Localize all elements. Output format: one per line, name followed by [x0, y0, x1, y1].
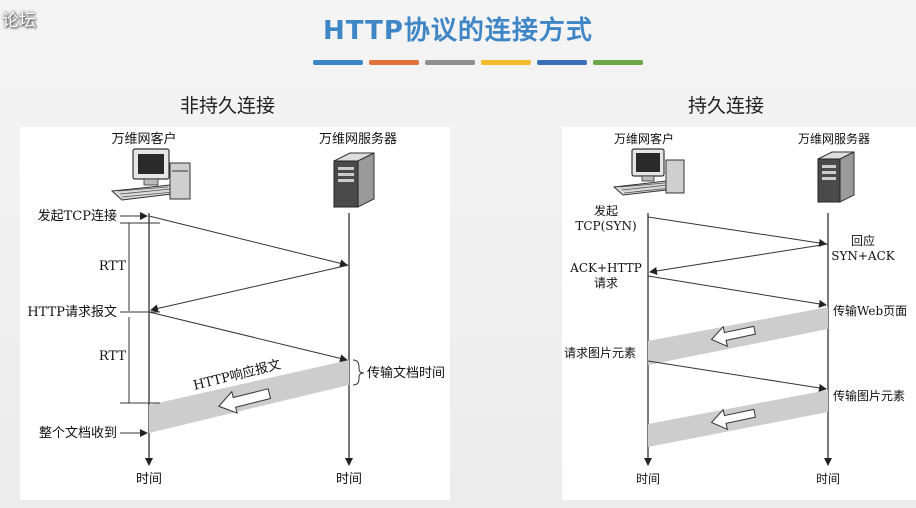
- server-tower-icon: [817, 151, 855, 203]
- syn-label-1: 发起: [594, 203, 618, 218]
- server-time-label: 时间: [816, 472, 840, 486]
- image-request-arrow: [647, 360, 827, 392]
- http-request-arrow: [148, 311, 348, 363]
- doc-received-label: 整个文档收到: [39, 426, 117, 441]
- client-label: 万维网客户: [614, 131, 674, 146]
- web-page-label: 传输Web页面: [833, 303, 907, 318]
- server-time-label: 时间: [336, 472, 362, 487]
- watermark: 论坛: [2, 11, 36, 31]
- server-label: 万维网服务器: [319, 131, 397, 147]
- tcp-synack-arrow: [150, 264, 350, 313]
- transfer-time-label: 传输文档时间: [367, 365, 445, 381]
- right-section-title: 持久连接: [688, 95, 765, 117]
- syn-label-2: TCP(SYN): [575, 219, 636, 233]
- white-arrow-icon: [710, 408, 757, 431]
- color-bar-5: [537, 60, 587, 65]
- color-bar-2: [369, 60, 419, 65]
- white-arrow-icon: [218, 388, 272, 414]
- left-section-title: 非持久连接: [180, 95, 276, 117]
- rtt1-label: RTT: [99, 259, 126, 274]
- synack-label-1: 回应: [851, 233, 875, 248]
- color-bar-1: [313, 60, 363, 65]
- color-bar-3: [425, 60, 475, 65]
- transfer-brace: [352, 359, 365, 386]
- image-request-label: 请求图片元素: [564, 346, 636, 360]
- syn-arrow: [647, 216, 827, 247]
- image-transfer-label: 传输图片元素: [833, 388, 905, 403]
- synack-label-2: SYN+ACK: [831, 249, 896, 263]
- page-title: HTTP协议的连接方式: [323, 16, 593, 46]
- ack-http-label-2: 请求: [594, 276, 618, 290]
- color-bar-6: [593, 60, 643, 65]
- color-bar-4: [481, 60, 531, 65]
- non-persistent-diagram: 万维网客户 万维网服务器 HTTP响应报文: [20, 127, 450, 500]
- client-label: 万维网客户: [111, 131, 176, 147]
- ack-http-arrow: [647, 275, 827, 308]
- server-tower-icon: [333, 152, 375, 208]
- rtt2-label: RTT: [99, 349, 126, 364]
- client-time-label: 时间: [136, 472, 162, 487]
- synack-arrow: [649, 243, 829, 275]
- persistent-diagram: 万维网客户 万维网服务器: [562, 127, 916, 500]
- client-computer-icon: [110, 148, 191, 201]
- http-request-label: HTTP请求报文: [27, 305, 117, 320]
- server-label: 万维网服务器: [798, 131, 870, 146]
- ack-http-label-1: ACK+HTTP: [569, 261, 642, 275]
- client-time-label: 时间: [636, 472, 660, 486]
- client-computer-icon: [612, 148, 685, 196]
- white-arrow-icon: [710, 325, 757, 348]
- tcp-syn-arrow: [148, 215, 348, 268]
- tcp-connect-label: 发起TCP连接: [38, 208, 117, 224]
